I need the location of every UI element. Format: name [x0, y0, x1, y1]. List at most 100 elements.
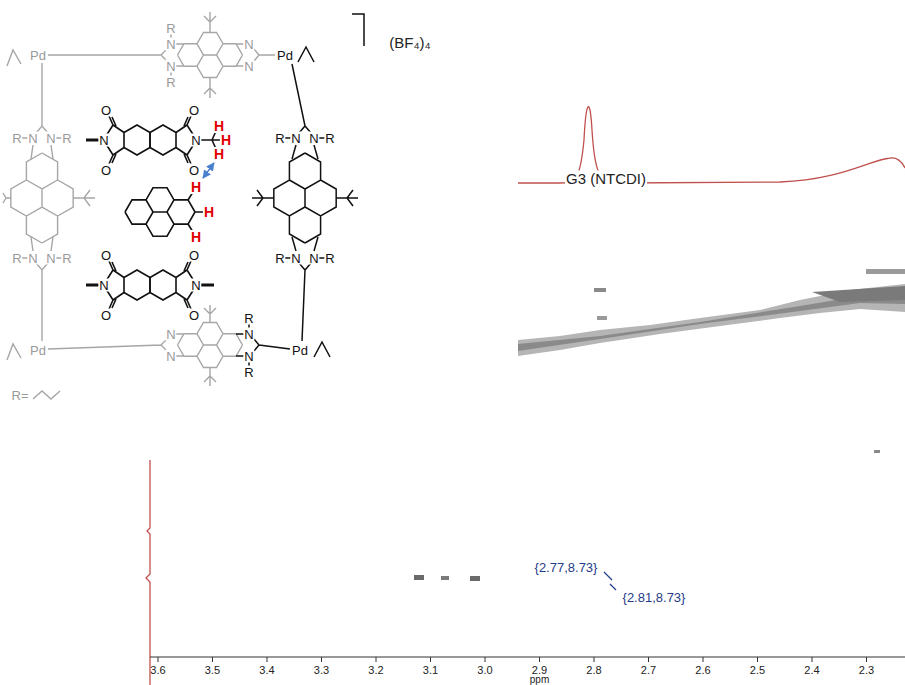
noe-arrow [203, 163, 214, 178]
axis-tick-label: 2.8 [585, 665, 602, 676]
atom-label: O [188, 164, 200, 177]
hydrogen-label: H [190, 230, 202, 244]
atom-label: O [100, 104, 112, 117]
axis-tick-label: 3.2 [367, 665, 384, 676]
atom-label: R [324, 252, 335, 265]
atom-label: R [274, 132, 285, 145]
atom-label: N [165, 328, 176, 341]
atom-label: R [11, 252, 22, 265]
atom-label: N [165, 60, 176, 73]
atom-label: N [190, 279, 201, 292]
atom-label: R [165, 22, 176, 35]
cage-grey [7, 50, 21, 66]
cage-black [298, 47, 314, 62]
cage-grey [204, 368, 216, 387]
cage-grey [3, 190, 95, 206]
axis-tick-label: 2.5 [749, 665, 766, 676]
axis-unit: ppm [529, 675, 550, 685]
noesy-contours [470, 576, 480, 581]
guest-molecules [150, 125, 176, 155]
guest-molecules [86, 139, 99, 142]
atom-label: O [100, 309, 112, 322]
peak-annotation: {2.77,8.73} [534, 561, 599, 574]
noesy-contours [414, 269, 905, 581]
cage-grey [48, 28, 184, 82]
noesy-contours [441, 576, 449, 580]
atom-label: R [324, 132, 335, 145]
hydrogen-label: H [213, 147, 225, 161]
atom-label: N [190, 134, 201, 147]
axis-tick-label: 3.4 [258, 665, 275, 676]
hydrogen-label: H [190, 180, 202, 194]
atom-label: N [165, 350, 176, 363]
atom-label: Pd [29, 49, 47, 62]
noesy-contours [518, 284, 905, 356]
noesy-contours [812, 286, 905, 302]
hydrogen-label: H [203, 205, 215, 219]
axis-tick-label: 3.1 [422, 665, 439, 676]
noesy-contours [594, 288, 606, 292]
cage-grey [204, 78, 216, 99]
ppm-axis [150, 657, 905, 662]
atom-label: N [45, 132, 56, 145]
axis-tick-label: 2.4 [803, 665, 820, 676]
cage-black [274, 153, 336, 243]
cage-grey [3, 12, 275, 399]
cage-grey [17, 63, 67, 159]
atom-label: O [100, 249, 112, 262]
atom-label: R [274, 252, 285, 265]
atom-label: N [243, 38, 254, 51]
noesy-contours [414, 575, 424, 580]
noesy-contours [866, 269, 905, 274]
axis-tick-label: 3.0 [476, 665, 493, 676]
atom-label: N [27, 252, 38, 265]
hydrogen-label: H [220, 133, 232, 147]
atom-label: N [243, 350, 254, 363]
atom-label: N [308, 132, 319, 145]
atom-label: N [243, 60, 254, 73]
atom-label: R [61, 252, 72, 265]
cage-black [236, 14, 364, 372]
atom-label: N [290, 252, 301, 265]
atom-label: N [27, 132, 38, 145]
hydrogen-label: H [213, 119, 225, 133]
cage-black [280, 64, 330, 159]
spectrum-label: G3 (NTCDI) [565, 171, 647, 186]
atom-label: N [165, 38, 176, 51]
projection-trace [146, 460, 150, 685]
atom-label: R [61, 132, 72, 145]
noesy-contours [874, 450, 880, 453]
cage-black [314, 342, 330, 357]
cage-black [236, 318, 290, 372]
cage-grey [17, 237, 67, 341]
atom-label: N [45, 252, 56, 265]
cage-grey [236, 44, 275, 66]
cage-black [252, 190, 358, 206]
atom-label: R [243, 312, 254, 325]
axis-tick-label: 3.6 [149, 665, 166, 676]
atom-label: R [165, 76, 176, 89]
atom-label: N [243, 328, 254, 341]
cage-grey [178, 32, 243, 77]
atom-label: N [98, 134, 109, 147]
cage-grey [204, 12, 216, 33]
guest-molecules [124, 125, 150, 155]
cage-grey [7, 344, 21, 360]
cage-black [280, 237, 330, 341]
atom-label: O [188, 104, 200, 117]
atom-label: O [188, 249, 200, 262]
atom-label: O [100, 164, 112, 177]
peak-annotation: {2.81,8.73} [622, 591, 687, 604]
axis-tick-label: 3.5 [204, 665, 221, 676]
peak-pointer [604, 572, 616, 590]
cage-black [352, 14, 364, 46]
atom-label: Pd [291, 344, 309, 357]
atom-label: R [243, 366, 254, 379]
cage-grey [48, 334, 184, 356]
substituent-key: R= [11, 389, 30, 402]
atom-label: Pd [29, 344, 47, 357]
counter-ion-label: (BF₄)₄ [388, 35, 431, 50]
